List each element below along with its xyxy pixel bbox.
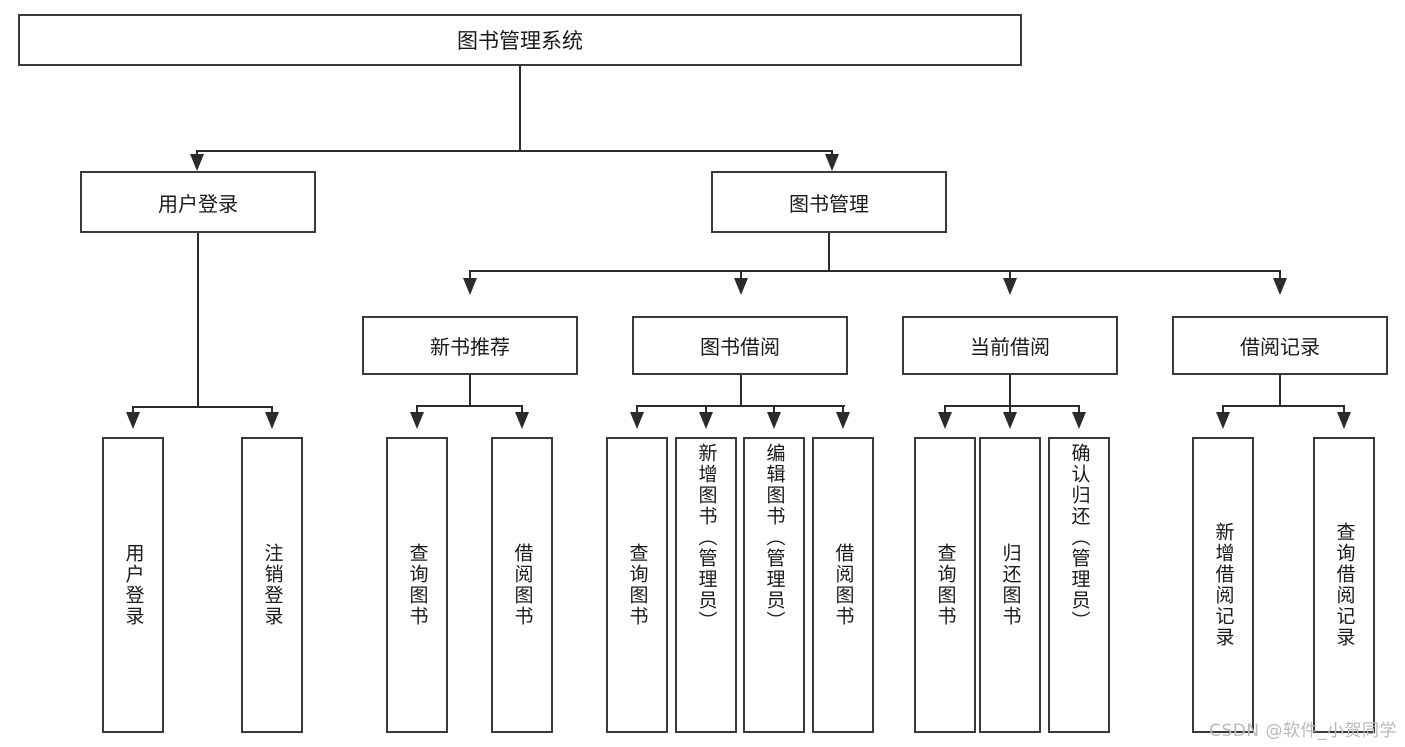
arrow-icon-nbr-leaf-2: [515, 412, 529, 429]
connector-user-login-bar: [133, 406, 273, 408]
arrow-icon-to-current-borrow: [1003, 278, 1017, 295]
connector-bm-drop-2: [740, 270, 742, 282]
arrow-icon-to-book-management: [825, 154, 839, 171]
arrow-icon-cb-leaf-1: [938, 412, 952, 429]
connector-cb-drop-2: [1009, 405, 1011, 416]
node-label: 确认归还（管理员）: [1068, 443, 1091, 632]
node-book-management[interactable]: 图书管理: [711, 171, 947, 233]
arrow-icon-cb-leaf-2: [1003, 412, 1017, 429]
leaf-book-borrow-query[interactable]: 查询图书: [606, 437, 668, 733]
arrow-icon-br-leaf-1: [1216, 412, 1230, 429]
node-label: 用户登录: [122, 543, 145, 627]
connector-bb-bar: [637, 405, 845, 407]
node-label: 借阅图书: [511, 543, 534, 627]
connector-bm-drop-1: [469, 270, 471, 282]
node-book-borrow[interactable]: 图书借阅: [632, 316, 848, 375]
connector-bb-drop-4: [842, 405, 844, 416]
leaf-user-login-login[interactable]: 用户登录: [102, 437, 164, 733]
leaf-borrow-record-add[interactable]: 新增借阅记录: [1192, 437, 1254, 733]
node-label: 查询图书: [934, 543, 957, 627]
arrow-icon-to-new-book-recommend: [463, 278, 477, 295]
connector-nbr-drop-2: [521, 405, 523, 416]
node-new-book-recommend[interactable]: 新书推荐: [362, 316, 578, 375]
connector-bb-drop-3: [773, 405, 775, 416]
arrow-icon-bb-leaf-2: [699, 412, 713, 429]
connector-br-stem: [1279, 375, 1281, 407]
arrow-icon-to-book-borrow: [734, 278, 748, 295]
node-user-login[interactable]: 用户登录: [80, 171, 316, 233]
node-label: 归还图书: [999, 543, 1022, 627]
node-label: 查询图书: [406, 543, 429, 627]
connector-bb-stem: [740, 375, 742, 407]
watermark-text: CSDN @软件_小贺同学: [1209, 721, 1397, 741]
leaf-current-borrow-confirm-return[interactable]: 确认归还（管理员）: [1048, 437, 1110, 733]
leaf-book-borrow-borrow[interactable]: 借阅图书: [812, 437, 874, 733]
leaf-new-book-recommend-query[interactable]: 查询图书: [386, 437, 448, 733]
arrow-icon-cb-leaf-3: [1072, 412, 1086, 429]
node-label: 新书推荐: [430, 335, 510, 359]
node-label: 借阅记录: [1240, 335, 1320, 359]
node-root-book-management-system[interactable]: 图书管理系统: [18, 14, 1022, 66]
node-label: 用户登录: [158, 191, 238, 216]
node-label: 注销登录: [261, 543, 284, 627]
leaf-borrow-record-query[interactable]: 查询借阅记录: [1313, 437, 1375, 733]
arrow-icon-user-login-leaf-2: [265, 412, 279, 429]
connector-book-management-bar: [470, 270, 1281, 272]
connector-bm-drop-3: [1009, 270, 1011, 282]
connector-bm-drop-4: [1279, 270, 1281, 282]
node-label: 查询图书: [626, 543, 649, 627]
connector-root-stem: [519, 66, 521, 150]
arrow-icon-to-borrow-record: [1273, 278, 1287, 295]
node-label: 借阅图书: [832, 543, 855, 627]
arrow-icon-to-user-login: [190, 154, 204, 171]
node-current-borrow[interactable]: 当前借阅: [902, 316, 1118, 375]
connector-cb-bar: [945, 405, 1080, 407]
node-label: 新增图书（管理员）: [695, 443, 718, 632]
connector-nbr-bar: [417, 405, 523, 407]
arrow-icon-nbr-leaf-1: [410, 412, 424, 429]
arrow-icon-br-leaf-2: [1337, 412, 1351, 429]
node-label: 图书管理系统: [457, 29, 583, 53]
connector-user-login-stem: [197, 233, 199, 408]
connector-user-login-drop-1: [132, 406, 134, 416]
connector-nbr-drop-1: [416, 405, 418, 416]
arrow-icon-bb-leaf-4: [836, 412, 850, 429]
arrow-icon-bb-leaf-3: [767, 412, 781, 429]
connector-br-bar: [1223, 405, 1345, 407]
node-label: 查询借阅记录: [1333, 522, 1356, 648]
node-borrow-record[interactable]: 借阅记录: [1172, 316, 1388, 375]
arrow-icon-user-login-leaf-1: [126, 412, 140, 429]
connector-root-bar: [197, 150, 833, 152]
connector-bb-drop-1: [636, 405, 638, 416]
connector-cb-drop-1: [944, 405, 946, 416]
connector-book-management-stem: [828, 233, 830, 272]
connector-bb-drop-2: [705, 405, 707, 416]
leaf-book-borrow-add[interactable]: 新增图书（管理员）: [675, 437, 737, 733]
node-label: 图书借阅: [700, 335, 780, 359]
connector-br-drop-1: [1222, 405, 1224, 416]
node-label: 图书管理: [789, 191, 869, 216]
connector-br-drop-2: [1343, 405, 1345, 416]
leaf-user-login-logout[interactable]: 注销登录: [241, 437, 303, 733]
node-label: 编辑图书（管理员）: [763, 443, 786, 632]
node-label: 新增借阅记录: [1212, 522, 1235, 648]
connector-user-login-drop-2: [271, 406, 273, 416]
leaf-current-borrow-query[interactable]: 查询图书: [914, 437, 976, 733]
leaf-new-book-recommend-borrow[interactable]: 借阅图书: [491, 437, 553, 733]
leaf-book-borrow-edit[interactable]: 编辑图书（管理员）: [743, 437, 805, 733]
connector-nbr-stem: [469, 375, 471, 407]
connector-cb-drop-3: [1078, 405, 1080, 416]
arrow-icon-bb-leaf-1: [630, 412, 644, 429]
connector-cb-stem: [1009, 375, 1011, 407]
leaf-current-borrow-return[interactable]: 归还图书: [979, 437, 1041, 733]
node-label: 当前借阅: [970, 335, 1050, 359]
